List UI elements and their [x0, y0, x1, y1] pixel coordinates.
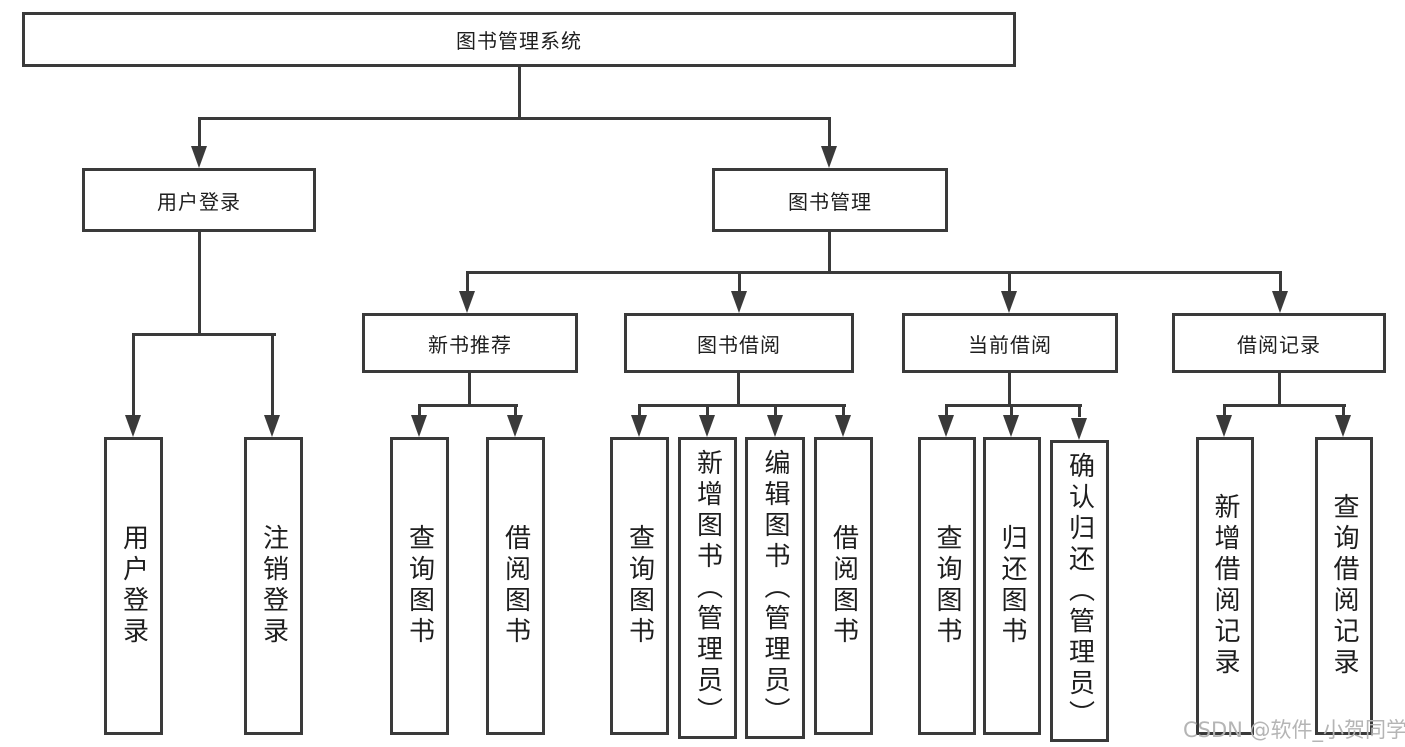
node-book-borrow: 图书借阅	[624, 313, 854, 373]
arrowhead-user-login	[191, 146, 207, 168]
leaf-logout-label: 注销登录	[258, 524, 289, 648]
arrowhead-leaf-user-login	[125, 415, 141, 437]
node-book-management: 图书管理	[712, 168, 948, 232]
edge-drop-leaf-user-login	[132, 333, 135, 416]
edge-drop-user-login	[198, 117, 201, 147]
leaf-query-books-current: 查询图书	[918, 437, 976, 735]
edge-drop-query-borrow-record	[1342, 404, 1345, 417]
leaf-confirm-return-admin-label: 确认归还（管理员）	[1064, 451, 1095, 731]
arrowhead-confirm-return-admin	[1071, 418, 1087, 440]
edge-current-borrow-stem	[1008, 373, 1011, 407]
arrowhead-borrow-books	[835, 415, 851, 437]
edge-new-book-recommend-bus	[418, 404, 518, 407]
edge-drop-book-management	[828, 117, 831, 147]
node-new-book-recommend-label: 新书推荐	[428, 332, 512, 357]
leaf-user-login: 用户登录	[104, 437, 163, 735]
edge-drop-return-books	[1010, 404, 1013, 417]
node-root: 图书管理系统	[22, 12, 1016, 67]
leaf-borrow-books-recommend-label: 借阅图书	[500, 524, 531, 648]
arrowhead-book-borrow	[731, 291, 747, 313]
arrowhead-borrow-records	[1272, 291, 1288, 313]
node-borrow-records: 借阅记录	[1172, 313, 1386, 373]
arrowhead-query-borrow-record	[1335, 415, 1351, 437]
node-borrow-records-label: 借阅记录	[1237, 332, 1321, 357]
leaf-query-books-borrow-label: 查询图书	[624, 524, 655, 648]
edge-drop-add-borrow-record	[1223, 404, 1226, 417]
edge-drop-query-books-current	[945, 404, 948, 417]
leaf-query-borrow-record: 查询借阅记录	[1315, 437, 1373, 735]
leaf-logout: 注销登录	[244, 437, 303, 735]
arrowhead-query-books-current	[938, 415, 954, 437]
arrowhead-leaf-logout	[264, 415, 280, 437]
leaf-return-books-label: 归还图书	[997, 524, 1027, 648]
arrowhead-borrow-books-recommend	[507, 415, 523, 437]
node-book-management-label: 图书管理	[788, 189, 872, 214]
edge-root-stem	[518, 67, 521, 120]
node-current-borrow-label: 当前借阅	[968, 332, 1052, 357]
arrowhead-book-management	[821, 146, 837, 168]
edge-borrow-records-bus	[1223, 404, 1346, 407]
edge-book-borrow-stem	[737, 373, 740, 407]
arrowhead-query-books-borrow	[631, 415, 647, 437]
leaf-add-books-admin: 新增图书（管理员）	[678, 437, 737, 739]
leaf-query-books-current-label: 查询图书	[932, 524, 962, 648]
leaf-add-borrow-record-label: 新增借阅记录	[1210, 493, 1240, 679]
node-user-login: 用户登录	[82, 168, 316, 232]
node-user-login-label: 用户登录	[157, 189, 241, 214]
leaf-add-books-admin-label: 新增图书（管理员）	[692, 448, 723, 728]
leaf-edit-books-admin: 编辑图书（管理员）	[745, 437, 805, 739]
arrowhead-add-books-admin	[699, 415, 715, 437]
leaf-query-borrow-record-label: 查询借阅记录	[1329, 493, 1359, 679]
edge-drop-borrow-books	[842, 404, 845, 417]
leaf-edit-books-admin-label: 编辑图书（管理员）	[760, 448, 790, 728]
arrowhead-current-borrow	[1001, 291, 1017, 313]
leaf-query-books-recommend: 查询图书	[390, 437, 449, 735]
node-new-book-recommend: 新书推荐	[362, 313, 578, 373]
edge-drop-borrow-books-recommend	[514, 404, 517, 417]
leaf-query-books-borrow: 查询图书	[610, 437, 669, 735]
watermark: CSDN @软件_小贺同学	[1183, 718, 1405, 742]
arrowhead-query-books-recommend	[411, 415, 427, 437]
leaf-query-books-recommend-label: 查询图书	[404, 524, 435, 648]
edge-current-borrow-bus	[945, 404, 1082, 407]
arrowhead-edit-books-admin	[767, 415, 783, 437]
arrowhead-add-borrow-record	[1216, 415, 1232, 437]
edge-drop-add-books-admin	[706, 404, 709, 417]
leaf-return-books: 归还图书	[983, 437, 1041, 735]
arrowhead-return-books	[1003, 415, 1019, 437]
edge-drop-book-borrow	[738, 271, 741, 293]
edge-new-book-recommend-stem	[468, 373, 471, 407]
edge-drop-borrow-records	[1279, 271, 1282, 293]
leaf-borrow-books: 借阅图书	[814, 437, 873, 735]
edge-user-login-stem	[198, 232, 201, 336]
edge-drop-query-books-recommend	[418, 404, 421, 417]
leaf-confirm-return-admin: 确认归还（管理员）	[1050, 440, 1109, 742]
edge-drop-new-book-recommend	[466, 271, 469, 293]
node-root-label: 图书管理系统	[456, 29, 582, 53]
edge-drop-query-books-borrow	[638, 404, 641, 417]
leaf-add-borrow-record: 新增借阅记录	[1196, 437, 1254, 735]
edge-drop-current-borrow	[1008, 271, 1011, 293]
leaf-borrow-books-label: 借阅图书	[828, 524, 859, 648]
leaf-user-login-label: 用户登录	[118, 524, 149, 648]
edge-drop-leaf-logout	[271, 333, 274, 416]
edge-root-bus	[198, 117, 831, 120]
node-current-borrow: 当前借阅	[902, 313, 1118, 373]
edge-book-management-bus	[466, 271, 1282, 274]
leaf-borrow-books-recommend: 借阅图书	[486, 437, 545, 735]
edge-book-management-stem	[828, 232, 831, 274]
edge-book-borrow-bus	[638, 404, 846, 407]
edge-borrow-records-stem	[1278, 373, 1281, 407]
arrowhead-new-book-recommend	[459, 291, 475, 313]
node-book-borrow-label: 图书借阅	[697, 332, 781, 357]
edge-drop-edit-books-admin	[774, 404, 777, 417]
edge-drop-confirm-return-admin	[1078, 404, 1081, 417]
edge-user-login-bus	[132, 333, 276, 336]
